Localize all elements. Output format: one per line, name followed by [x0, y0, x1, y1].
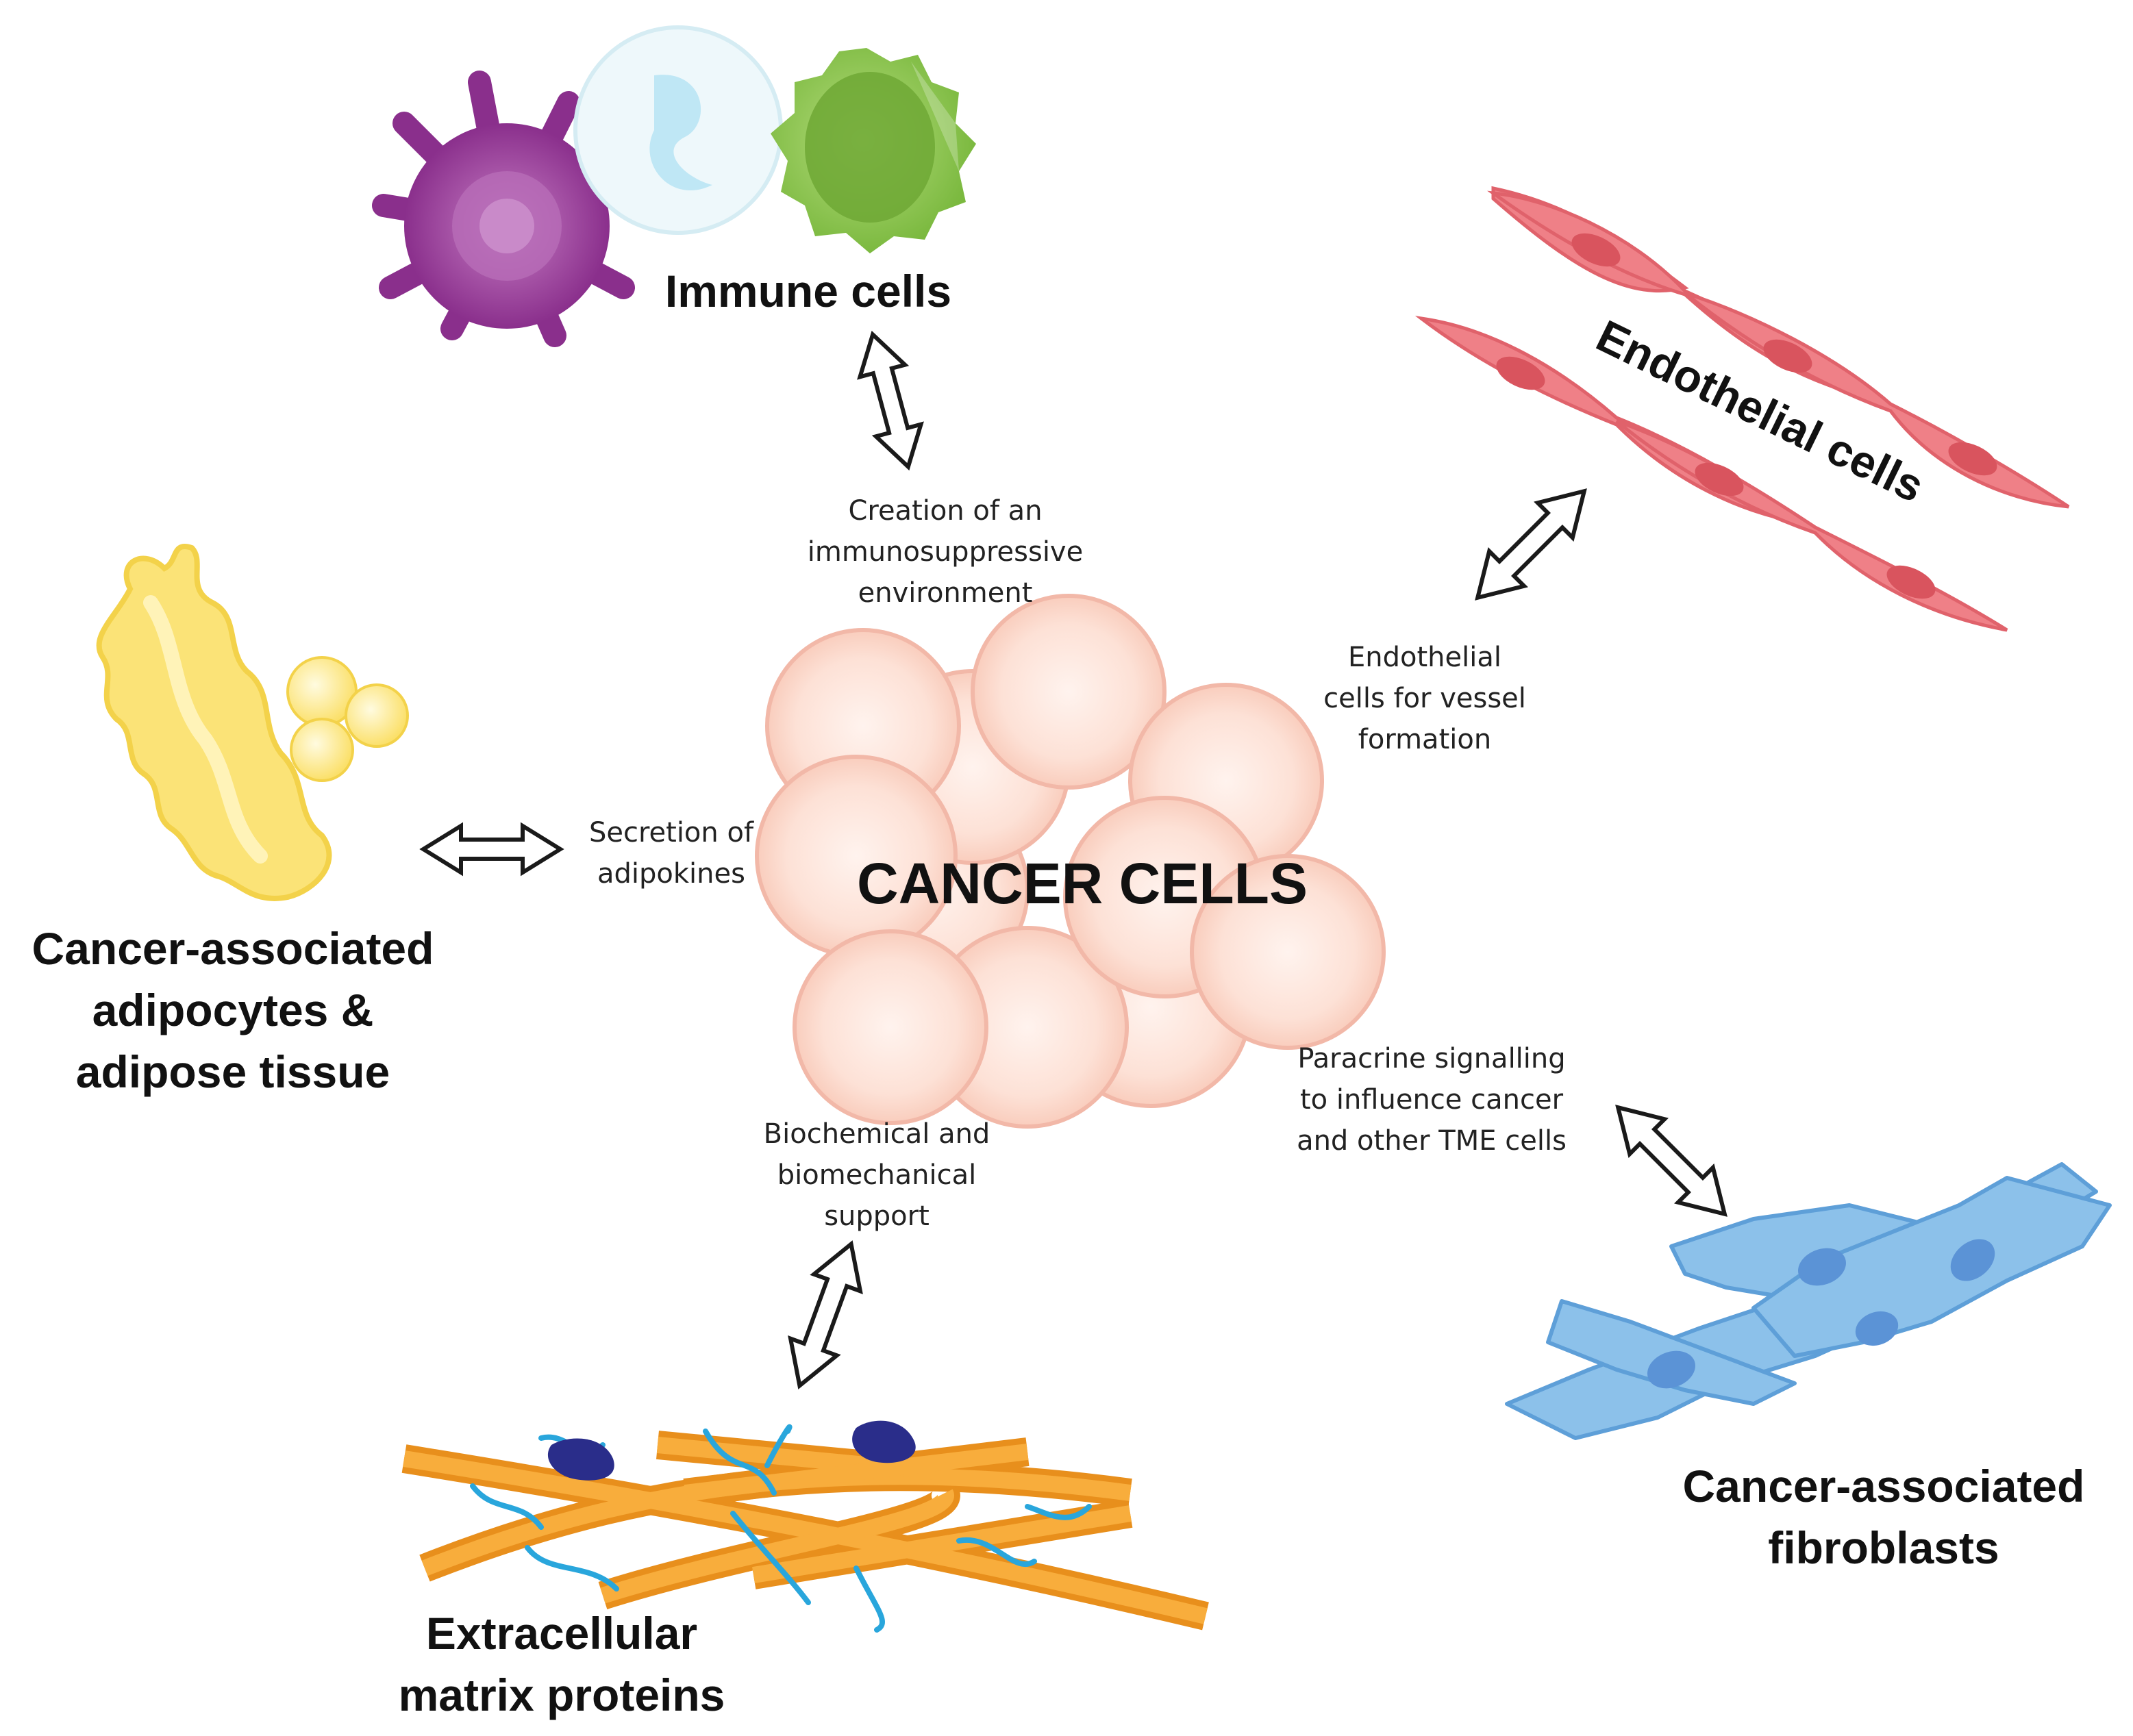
macrophage-icon — [372, 71, 635, 347]
fibroblasts-illustration — [1505, 1162, 2112, 1440]
adipocytes-illustration — [96, 544, 409, 901]
endothelial-relation-line-2: cells for vessel — [1323, 683, 1526, 714]
ecm-illustration — [401, 1420, 1209, 1633]
lymphocyte-icon — [573, 25, 783, 235]
fibroblasts-title-line-1: Cancer-associated — [1682, 1461, 2085, 1511]
immune-relation-line-1: Creation of an — [848, 495, 1043, 527]
endothelial-cells-illustration — [1414, 186, 2070, 632]
fibroblasts-relation-line-1: Paracrine signalling — [1297, 1043, 1566, 1074]
immune-cells-illustration — [372, 25, 976, 347]
ecm-relation-line-2: biomechanical — [777, 1159, 977, 1191]
adipocytes-relation-line-1: Secretion of — [588, 817, 754, 848]
ecm-title: Extracellular matrix proteins — [356, 1602, 767, 1726]
immune-relation-line-3: environment — [858, 577, 1033, 609]
ecm-relation-label: Biochemical and biomechanical support — [740, 1114, 1014, 1237]
arrow-ecm — [788, 1240, 863, 1389]
immune-relation-line-2: immunosuppressive — [807, 536, 1084, 568]
adipocytes-title: Cancer-associated adipocytes & adipose t… — [14, 918, 452, 1103]
fibroblasts-title: Cancer-associated fibroblasts — [1644, 1455, 2123, 1578]
adipocytes-title-line-2: adipocytes & — [92, 985, 374, 1035]
arrow-immune — [857, 330, 924, 471]
granulocyte-icon — [771, 48, 976, 253]
fibroblast-nuclei-icon — [1647, 1239, 1995, 1389]
cancer-cells-title: CANCER CELLS — [856, 851, 1308, 916]
arrow-endothelial — [1475, 488, 1587, 601]
endothelial-relation-line-1: Endothelial — [1348, 642, 1501, 673]
ecm-relation-line-1: Biochemical and — [763, 1118, 990, 1150]
fibroblasts-relation-label: Paracrine signalling to influence cancer… — [1267, 1038, 1596, 1161]
fibroblasts-relation-line-3: and other TME cells — [1297, 1125, 1567, 1157]
endothelial-relation-line-3: formation — [1358, 724, 1492, 755]
ecm-title-line-2: matrix proteins — [398, 1670, 725, 1720]
ecm-title-line-1: Extracellular — [425, 1608, 698, 1659]
arrow-adipocytes — [419, 822, 564, 877]
cancer-cell-cluster-icon — [755, 594, 1386, 1129]
immune-cells-title: Immune cells — [664, 266, 952, 316]
ecm-relation-line-3: support — [824, 1200, 930, 1232]
arrow-fibroblasts — [1615, 1105, 1727, 1217]
adipocytes-relation-line-2: adipokines — [597, 858, 745, 890]
fibroblasts-relation-line-2: to influence cancer — [1299, 1084, 1564, 1116]
adipocytes-title-line-1: Cancer-associated — [32, 923, 434, 974]
immune-relation-label: Creation of an immunosuppressive environ… — [774, 490, 1117, 614]
endothelial-relation-label: Endothelial cells for vessel formation — [1288, 637, 1562, 760]
adipocytes-title-line-3: adipose tissue — [75, 1046, 390, 1097]
adipocytes-relation-label: Secretion of adipokines — [569, 812, 774, 894]
fibroblasts-title-line-2: fibroblasts — [1768, 1522, 1999, 1573]
